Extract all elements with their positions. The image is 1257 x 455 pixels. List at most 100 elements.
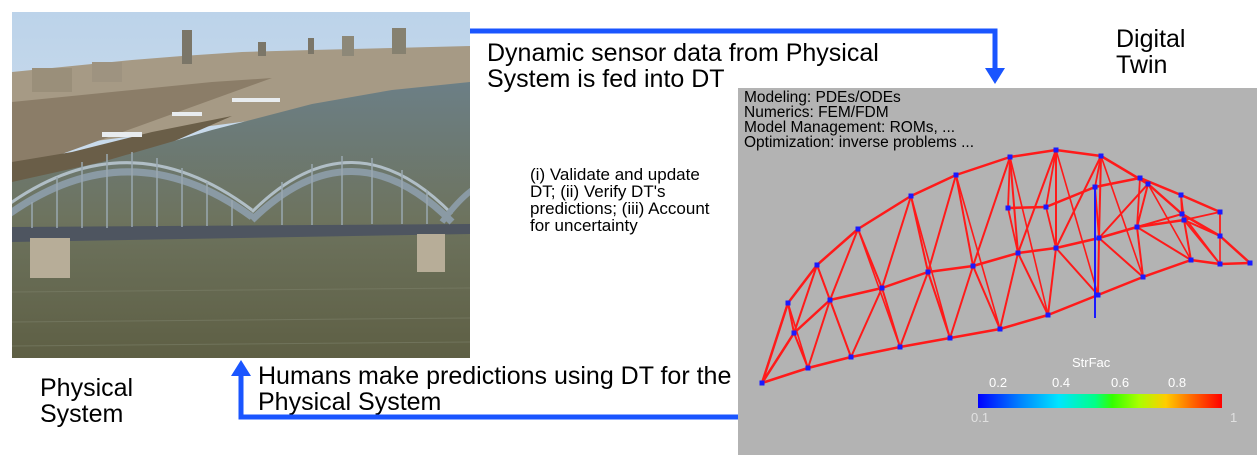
truss-member [1136, 183, 1149, 228]
truss-member [1219, 235, 1251, 264]
truss-member [1180, 193, 1221, 214]
truss-node [1095, 292, 1101, 298]
truss-member [1098, 237, 1144, 278]
truss-node [908, 193, 914, 199]
truss-member [807, 299, 831, 369]
truss-member [761, 366, 809, 385]
truss-member [955, 174, 1001, 330]
truss-member [829, 286, 883, 302]
truss-node [1134, 224, 1140, 230]
truss-member [1047, 293, 1099, 317]
truss-member [787, 264, 818, 304]
truss-member [881, 195, 912, 289]
truss-member [857, 194, 912, 231]
truss-member [1007, 156, 1011, 209]
truss-member [1055, 236, 1100, 250]
truss-member [910, 195, 951, 339]
truss-member [1055, 149, 1099, 296]
truss-member [1136, 226, 1144, 278]
truss-member [1017, 149, 1057, 254]
truss-node [1045, 312, 1051, 318]
truss-node [997, 326, 1003, 332]
truss-member [761, 332, 795, 384]
truss-node [791, 330, 797, 336]
truss-node [1247, 260, 1253, 266]
twin-info-line: Optimization: inverse problems ... [744, 134, 975, 151]
truss-member [1190, 258, 1221, 266]
truss-node [1007, 154, 1013, 160]
truss-member [927, 174, 957, 273]
colorbar-tick-label: 0.6 [1111, 375, 1130, 390]
colorbar-max-label: 1 [1230, 410, 1238, 425]
truss-member [1047, 247, 1057, 316]
truss-member [927, 264, 974, 274]
twin-info-line: Modeling: PDEs/ODEs [744, 89, 901, 106]
truss-member [1009, 156, 1019, 254]
truss-node [1043, 204, 1049, 210]
truss-member [816, 228, 859, 266]
truss-member [760, 302, 790, 384]
truss-member [1139, 176, 1182, 197]
truss-member [1055, 247, 1099, 296]
truss-member [1094, 155, 1102, 188]
truss-member [972, 265, 1001, 330]
twin-info-block: Modeling: PDEs/ODEs Numerics: FEM/FDM Mo… [744, 89, 975, 151]
truss-node [848, 354, 854, 360]
truss-member [1219, 261, 1251, 266]
truss-member [881, 270, 929, 290]
truss-member [1097, 237, 1100, 296]
truss-member [1009, 148, 1057, 159]
digital-twin-label: Digital Twin [1116, 25, 1186, 79]
truss-member [793, 264, 818, 334]
truss-node [1005, 205, 1011, 211]
truss-member [816, 264, 852, 358]
colorbar-min-label: 0.1 [971, 410, 990, 425]
truss-node [953, 172, 959, 178]
sensor-data-caption: Dynamic sensor data from Physical System… [487, 39, 879, 93]
truss-member [1136, 226, 1192, 261]
truss-member [787, 302, 809, 369]
truss-node [1179, 211, 1185, 217]
truss-member [1017, 252, 1049, 316]
truss-member [999, 252, 1019, 330]
truss-node [1053, 245, 1059, 251]
truss-node [855, 226, 861, 232]
truss-node [925, 269, 931, 275]
truss-member [949, 327, 1001, 340]
truss-node [1217, 261, 1223, 267]
truss-member [1181, 213, 1221, 265]
predictions-caption: Humans make predictions using DT for the… [258, 362, 732, 416]
digital-twin-panel: Modeling: PDEs/ODEs Numerics: FEM/FDM Mo… [738, 88, 1257, 455]
twin-info-line: Model Management: ROMs, ... [744, 119, 956, 136]
truss-member [1136, 177, 1141, 228]
truss-member [1147, 183, 1192, 261]
truss-member [857, 228, 901, 348]
truss-node [897, 344, 903, 350]
truss-member [850, 345, 901, 359]
truss-node [1098, 153, 1104, 159]
truss-member [1183, 219, 1221, 237]
truss-node [785, 300, 791, 306]
physical-bridge-photo [12, 12, 470, 358]
truss-node [970, 263, 976, 269]
twin-info-line: Numerics: FEM/FDM [744, 104, 889, 121]
physical-system-label: Physical System [40, 374, 134, 428]
truss-member [1183, 211, 1221, 221]
truss-member [1009, 156, 1049, 316]
truss-member [1098, 225, 1138, 240]
colorbar-tick-label: 0.2 [989, 375, 1008, 390]
truss-member [955, 155, 1011, 177]
stress-colorbar [978, 394, 1222, 408]
truss-member [1055, 148, 1102, 158]
truss-node [1053, 147, 1059, 153]
colorbar-title: StrFac [1072, 355, 1111, 370]
truss-node [1145, 181, 1151, 187]
validation-steps-text: (i) Validate and update DT; (ii) Verify … [530, 165, 710, 235]
truss-member [899, 336, 951, 349]
truss-member [1136, 218, 1185, 229]
truss-member [1017, 246, 1057, 255]
truss-node [1188, 257, 1194, 263]
truss-node [1178, 192, 1184, 198]
truss-member [1094, 176, 1141, 189]
